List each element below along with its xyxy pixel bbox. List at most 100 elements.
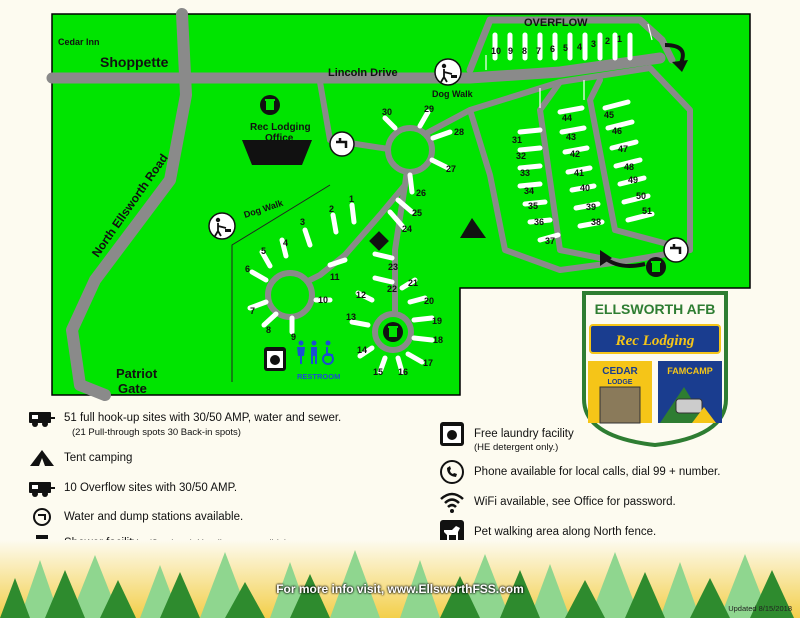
- site-label: 2: [329, 204, 334, 214]
- cedar-title: CEDAR: [602, 366, 638, 377]
- site-label: 3: [300, 217, 305, 227]
- pad: [349, 319, 371, 328]
- restroom-label: RESTROOM: [297, 372, 340, 381]
- tree-row-front: [0, 570, 794, 618]
- legend-tent-text: Tent camping: [64, 452, 133, 464]
- pad: [625, 211, 655, 223]
- site-label: 24: [402, 224, 412, 234]
- diamond-marker-icon: [369, 231, 389, 251]
- site-label: 20: [424, 296, 434, 306]
- site-label: 30: [382, 107, 392, 117]
- tent-icon: [30, 450, 54, 466]
- badge-subtitle: Rec Lodging: [615, 333, 695, 349]
- north-ellsworth-road: [66, 8, 192, 401]
- footer-info-link[interactable]: For more info visit, www.EllsworthFSS.co…: [276, 582, 524, 596]
- site-label: 42: [570, 149, 580, 159]
- legend-pet-text: Pet walking area along North fence.: [474, 526, 657, 538]
- laundry-icon: [440, 422, 464, 446]
- site-label: 5: [563, 43, 568, 53]
- pad: [573, 201, 601, 211]
- pad: [247, 299, 269, 311]
- site-label: 44: [562, 113, 572, 123]
- lodge-building-icon: [599, 386, 641, 424]
- site-label: 8: [522, 46, 527, 56]
- pad: [411, 335, 435, 343]
- office-building: [242, 140, 312, 165]
- pad: [517, 127, 543, 135]
- lincoln-drive-road: [46, 52, 666, 84]
- legend-tent: Tent camping: [28, 448, 132, 468]
- site-label: 16: [398, 367, 408, 377]
- site-label: 18: [433, 335, 443, 345]
- curved-arrow-bottom-head: [600, 250, 612, 266]
- pad: [302, 227, 313, 248]
- curved-arrow-head: [672, 60, 688, 72]
- legend-water: Water and dump stations available.: [28, 507, 243, 527]
- pad: [522, 199, 548, 207]
- site-label: 11: [330, 272, 340, 282]
- legend-laundry-sub: (HE detergent only.): [474, 442, 558, 453]
- footer-trees: [0, 540, 800, 618]
- lodge-subtitle: LODGE: [608, 379, 633, 386]
- rec-lodging-office-label-line1: Rec Lodging: [250, 122, 311, 133]
- site-label: 6: [245, 264, 250, 274]
- pad: [395, 197, 415, 215]
- site-label: 33: [520, 168, 530, 178]
- rv-icon: [29, 412, 55, 427]
- row-a-site-numbers: 31 32 33 34 35 36 37: [512, 135, 555, 246]
- trash-icon: [383, 322, 403, 342]
- legend-wifi-text: WiFi available, see Office for password.: [474, 496, 676, 508]
- pad: [259, 249, 273, 269]
- patriot-gate-label-line2: Gate: [118, 381, 147, 396]
- pad: [537, 232, 561, 243]
- left-cluster-site-numbers: 3 2 1 4 5 6 7 8 9 10 11: [245, 194, 354, 342]
- site-label: 17: [423, 358, 433, 368]
- interior-road-1: [537, 79, 623, 265]
- pad: [565, 165, 593, 175]
- site-label: 45: [604, 110, 614, 120]
- site-label: 51: [642, 206, 652, 216]
- site-label: 35: [528, 201, 538, 211]
- circle-bottom-site-numbers: 23 22 21 20 19 18 17 16 15 14 13 12: [346, 262, 443, 377]
- site-label: 3: [591, 39, 596, 49]
- site-label: 10: [491, 46, 501, 56]
- phone-icon: [440, 460, 464, 484]
- legend-hookups-sub: (21 Pull-through spots 30 Back-in spots): [72, 427, 241, 438]
- pad: [569, 183, 597, 193]
- dump-station-icon: [33, 508, 51, 526]
- site-label: 26: [416, 188, 426, 198]
- site-label: 8: [266, 325, 271, 335]
- trash-icon: [260, 95, 280, 115]
- site-label: 41: [574, 168, 584, 178]
- pad: [405, 351, 425, 365]
- site-label: 48: [624, 162, 634, 172]
- camper-icon: [675, 398, 703, 414]
- pad: [517, 145, 543, 153]
- site-label: 14: [357, 345, 367, 355]
- patriot-gate-label-line1: Patriot: [116, 366, 158, 381]
- site-label: 40: [580, 183, 590, 193]
- site-label: 46: [612, 126, 622, 136]
- legend-phone-text: Phone available for local calls, dial 99…: [474, 466, 721, 478]
- site-label: 21: [408, 278, 418, 288]
- site-label: 4: [283, 238, 288, 248]
- circle-top-site-numbers: 30 29 28 27 26 25 24: [382, 104, 464, 234]
- dog-walk-fence: [231, 184, 331, 382]
- legend-overflow-text: 10 Overflow sites with 30/50 AMP.: [64, 482, 238, 494]
- pad: [395, 355, 405, 375]
- arrow-up-icon: [647, 23, 653, 41]
- pad: [372, 275, 395, 285]
- site-label: 23: [388, 262, 398, 272]
- overflow-site-numbers: 10 9 8 7 6 5 4 3 2 1: [491, 34, 622, 56]
- site-label: 37: [545, 236, 555, 246]
- pad: [417, 109, 431, 129]
- site-pads: [247, 32, 655, 375]
- pad: [357, 345, 375, 359]
- pad: [261, 311, 279, 328]
- site-label: 29: [424, 104, 434, 114]
- site-label: 9: [291, 332, 296, 342]
- pad: [382, 115, 398, 131]
- pad: [557, 105, 585, 115]
- water-station-icon: [663, 237, 689, 263]
- legend-hookups-text: 51 full hook-up sites with 30/50 AMP, wa…: [64, 412, 342, 424]
